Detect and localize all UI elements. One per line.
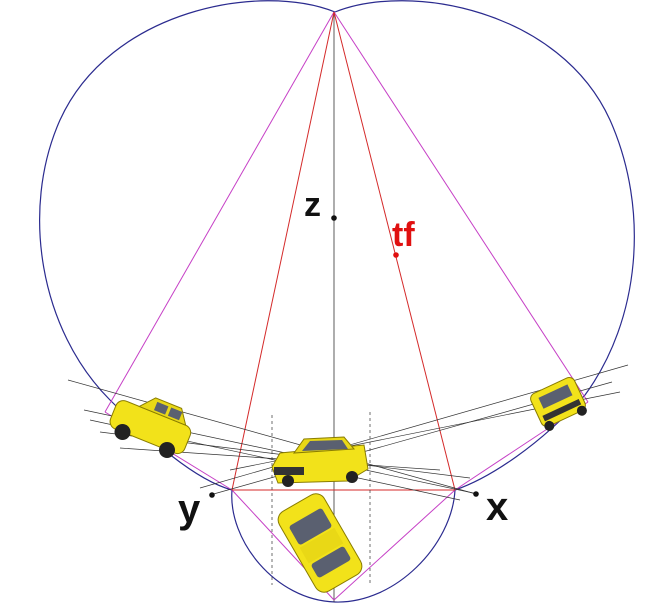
dashed-guides (271, 412, 371, 585)
construction-circles (39, 0, 635, 603)
car-top-icon (277, 493, 363, 593)
car-front-icon (530, 377, 587, 431)
label-y: y (178, 487, 201, 531)
bottom-small-arc (231, 489, 456, 603)
label-z: z (304, 186, 321, 224)
red-lines (231, 11, 456, 491)
y-point (209, 492, 215, 498)
z-point (331, 215, 337, 221)
car-side-icon (109, 397, 192, 458)
tf-point (393, 252, 399, 258)
label-tf: tf (392, 216, 415, 254)
car-front-three-quarter-icon (271, 436, 369, 487)
label-x: x (486, 485, 508, 529)
x-point (473, 491, 479, 497)
left-large-arc (39, 0, 336, 491)
right-large-arc (334, 0, 635, 491)
